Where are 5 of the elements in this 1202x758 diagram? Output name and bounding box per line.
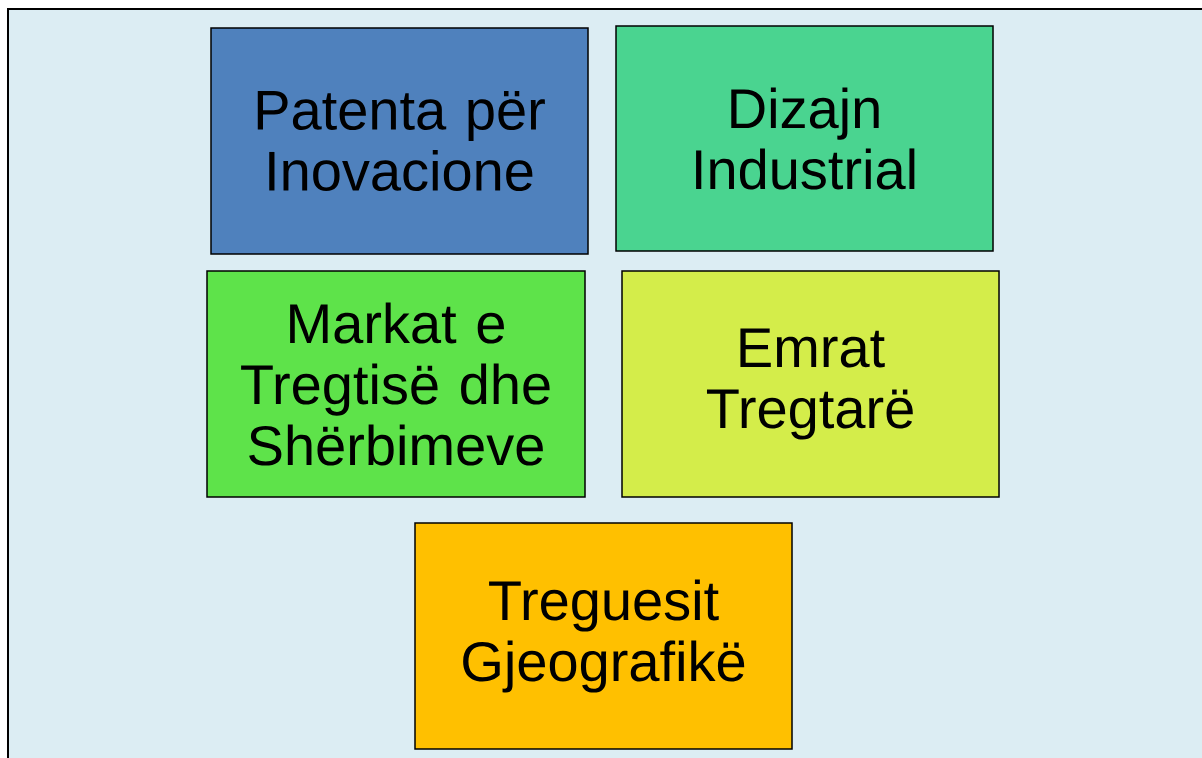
category-box: Treguesit Gjeografikë — [414, 522, 793, 750]
category-box: Patenta për Inovacione — [210, 27, 589, 255]
category-box: Emrat Tregtarë — [621, 270, 1000, 498]
category-box: Dizajn Industrial — [615, 25, 994, 252]
category-box: Markat e Tregtisë dhe Shërbimeve — [206, 270, 586, 498]
